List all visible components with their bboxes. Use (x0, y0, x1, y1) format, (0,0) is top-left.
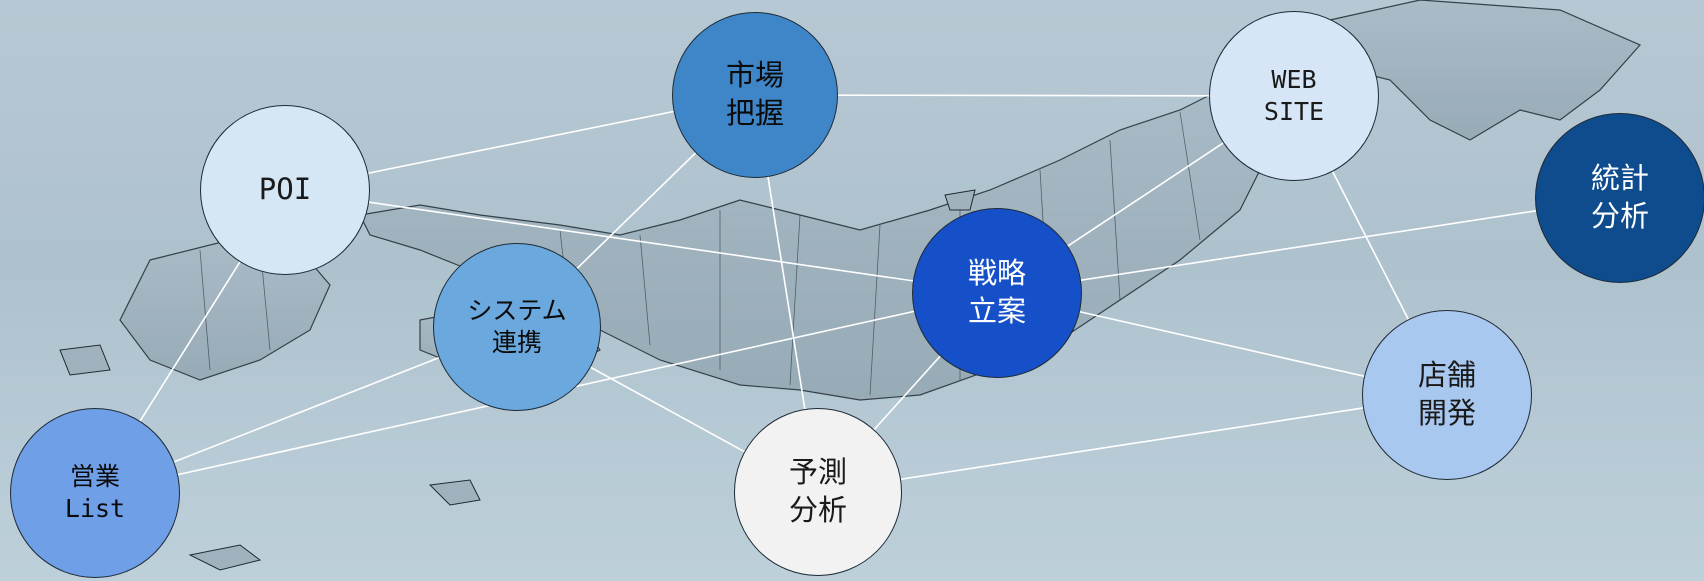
node-web[interactable]: WEB SITE (1209, 11, 1379, 181)
map-hokkaido (1329, 0, 1641, 141)
node-label: システム 連携 (467, 295, 567, 358)
map-island-4 (59, 344, 111, 376)
node-label: 予測 分析 (788, 455, 847, 527)
node-label: 市場 把握 (725, 58, 784, 130)
node-label: 統計 分析 (1590, 161, 1649, 233)
edge-poi-strategy (284, 189, 998, 294)
node-strategy[interactable]: 戦略 立案 (912, 208, 1082, 378)
edge-strategy-stats (996, 197, 1621, 294)
node-poi[interactable]: POI (200, 105, 370, 275)
node-stats[interactable]: 統計 分析 (1535, 113, 1704, 283)
map-island-1 (428, 479, 481, 506)
map-island-2 (188, 544, 262, 571)
edge-market-web (754, 94, 1295, 97)
node-store[interactable]: 店舗 開発 (1362, 310, 1532, 480)
node-label: POI (258, 172, 312, 207)
node-label: 営業 List (64, 461, 126, 524)
node-label: 戦略 立案 (967, 256, 1026, 328)
map-island-3 (944, 189, 976, 211)
node-market[interactable]: 市場 把握 (672, 12, 838, 178)
node-label: 店舗 開発 (1417, 358, 1476, 430)
node-label: WEB SITE (1263, 64, 1325, 127)
node-sales[interactable]: 営業 List (10, 408, 180, 578)
node-system[interactable]: システム 連携 (433, 243, 601, 411)
edge-forecast-store (817, 394, 1448, 493)
node-forecast[interactable]: 予測 分析 (734, 408, 902, 576)
